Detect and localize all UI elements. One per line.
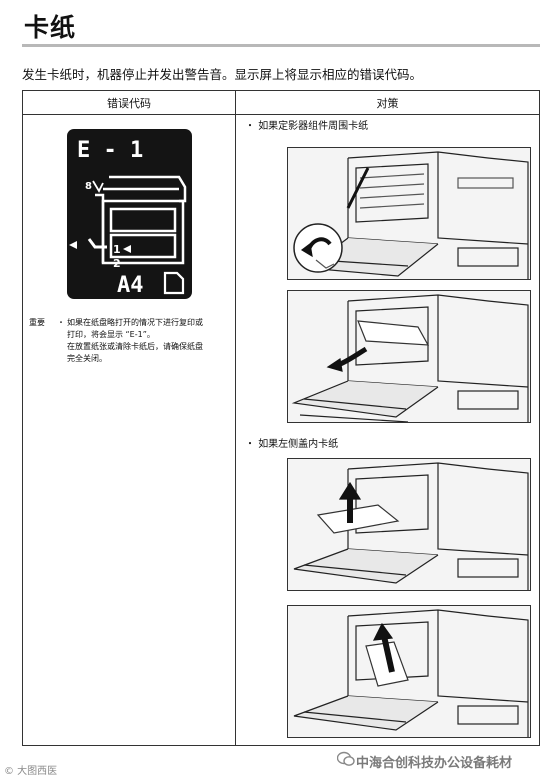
jam-path-icon xyxy=(87,238,107,249)
lcd-display: E - 1 8 1 2 A4 xyxy=(67,129,192,299)
action-item-fuser: ・ 如果定影器组件周围卡纸 xyxy=(245,117,368,132)
machine-outline-icon xyxy=(95,175,187,265)
column-divider xyxy=(235,91,236,745)
lcd-tray-1-label: 1 xyxy=(113,243,121,256)
action-text: 如果左侧盖内卡纸 xyxy=(258,439,339,450)
action-bullet: ・ xyxy=(245,439,255,450)
error-table: 错误代码 对策 E - 1 8 1 2 A4 xyxy=(22,90,540,746)
jam-location-arrow-icon xyxy=(69,241,77,249)
illustration-fuser-jam xyxy=(287,147,531,280)
note-line: 打印，将会显示 “E-1”。 xyxy=(67,330,155,339)
header-action: 对策 xyxy=(376,97,399,110)
intro-text: 发生卡纸时，机器停止并发出警告音。显示屏上将显示相应的错误代码。 xyxy=(22,67,423,82)
lcd-tray-2-label: 2 xyxy=(113,257,121,270)
illustration-fuser-remove-paper xyxy=(287,290,531,423)
note-bullet: ・ xyxy=(57,318,65,327)
note-label: 重要 xyxy=(29,318,45,327)
table-header-row xyxy=(23,91,539,115)
wechat-icon xyxy=(337,751,355,766)
paper-sheet-icon xyxy=(163,271,185,295)
title-divider xyxy=(22,44,540,47)
lcd-error-code: E - 1 xyxy=(77,138,143,163)
illustration-left-cover-jam xyxy=(287,458,531,591)
action-item-left-cover: ・ 如果左侧盖内卡纸 xyxy=(245,435,338,450)
action-text: 如果定影器组件周围卡纸 xyxy=(258,121,369,132)
illustration-left-cover-remove-paper xyxy=(287,605,531,738)
lcd-indicator-8: 8 xyxy=(85,181,92,192)
page-title: 卡纸 xyxy=(24,13,77,42)
tray-1-arrow-icon xyxy=(123,245,131,253)
note-line: 如果在纸盘略打开的情况下进行复印或 xyxy=(67,318,203,327)
note-line: 在放置纸张或清除卡纸后，请确保纸盘 xyxy=(67,342,203,351)
watermark-left: © 大图西医 xyxy=(4,766,58,777)
lcd-graphic: E - 1 8 1 2 A4 xyxy=(69,138,187,298)
header-error-code: 错误代码 xyxy=(107,97,151,110)
note-text: 如果在纸盘略打开的情况下进行复印或 打印，将会显示 “E-1”。 在放置纸张或清… xyxy=(67,317,235,365)
lcd-paper-size: A4 xyxy=(117,273,144,298)
action-bullet: ・ xyxy=(245,121,255,132)
note-line: 完全关闭。 xyxy=(67,354,107,363)
lcd-signal-icon xyxy=(92,180,104,193)
watermark-right: 中海合创科技办公设备耗材 xyxy=(356,756,513,771)
